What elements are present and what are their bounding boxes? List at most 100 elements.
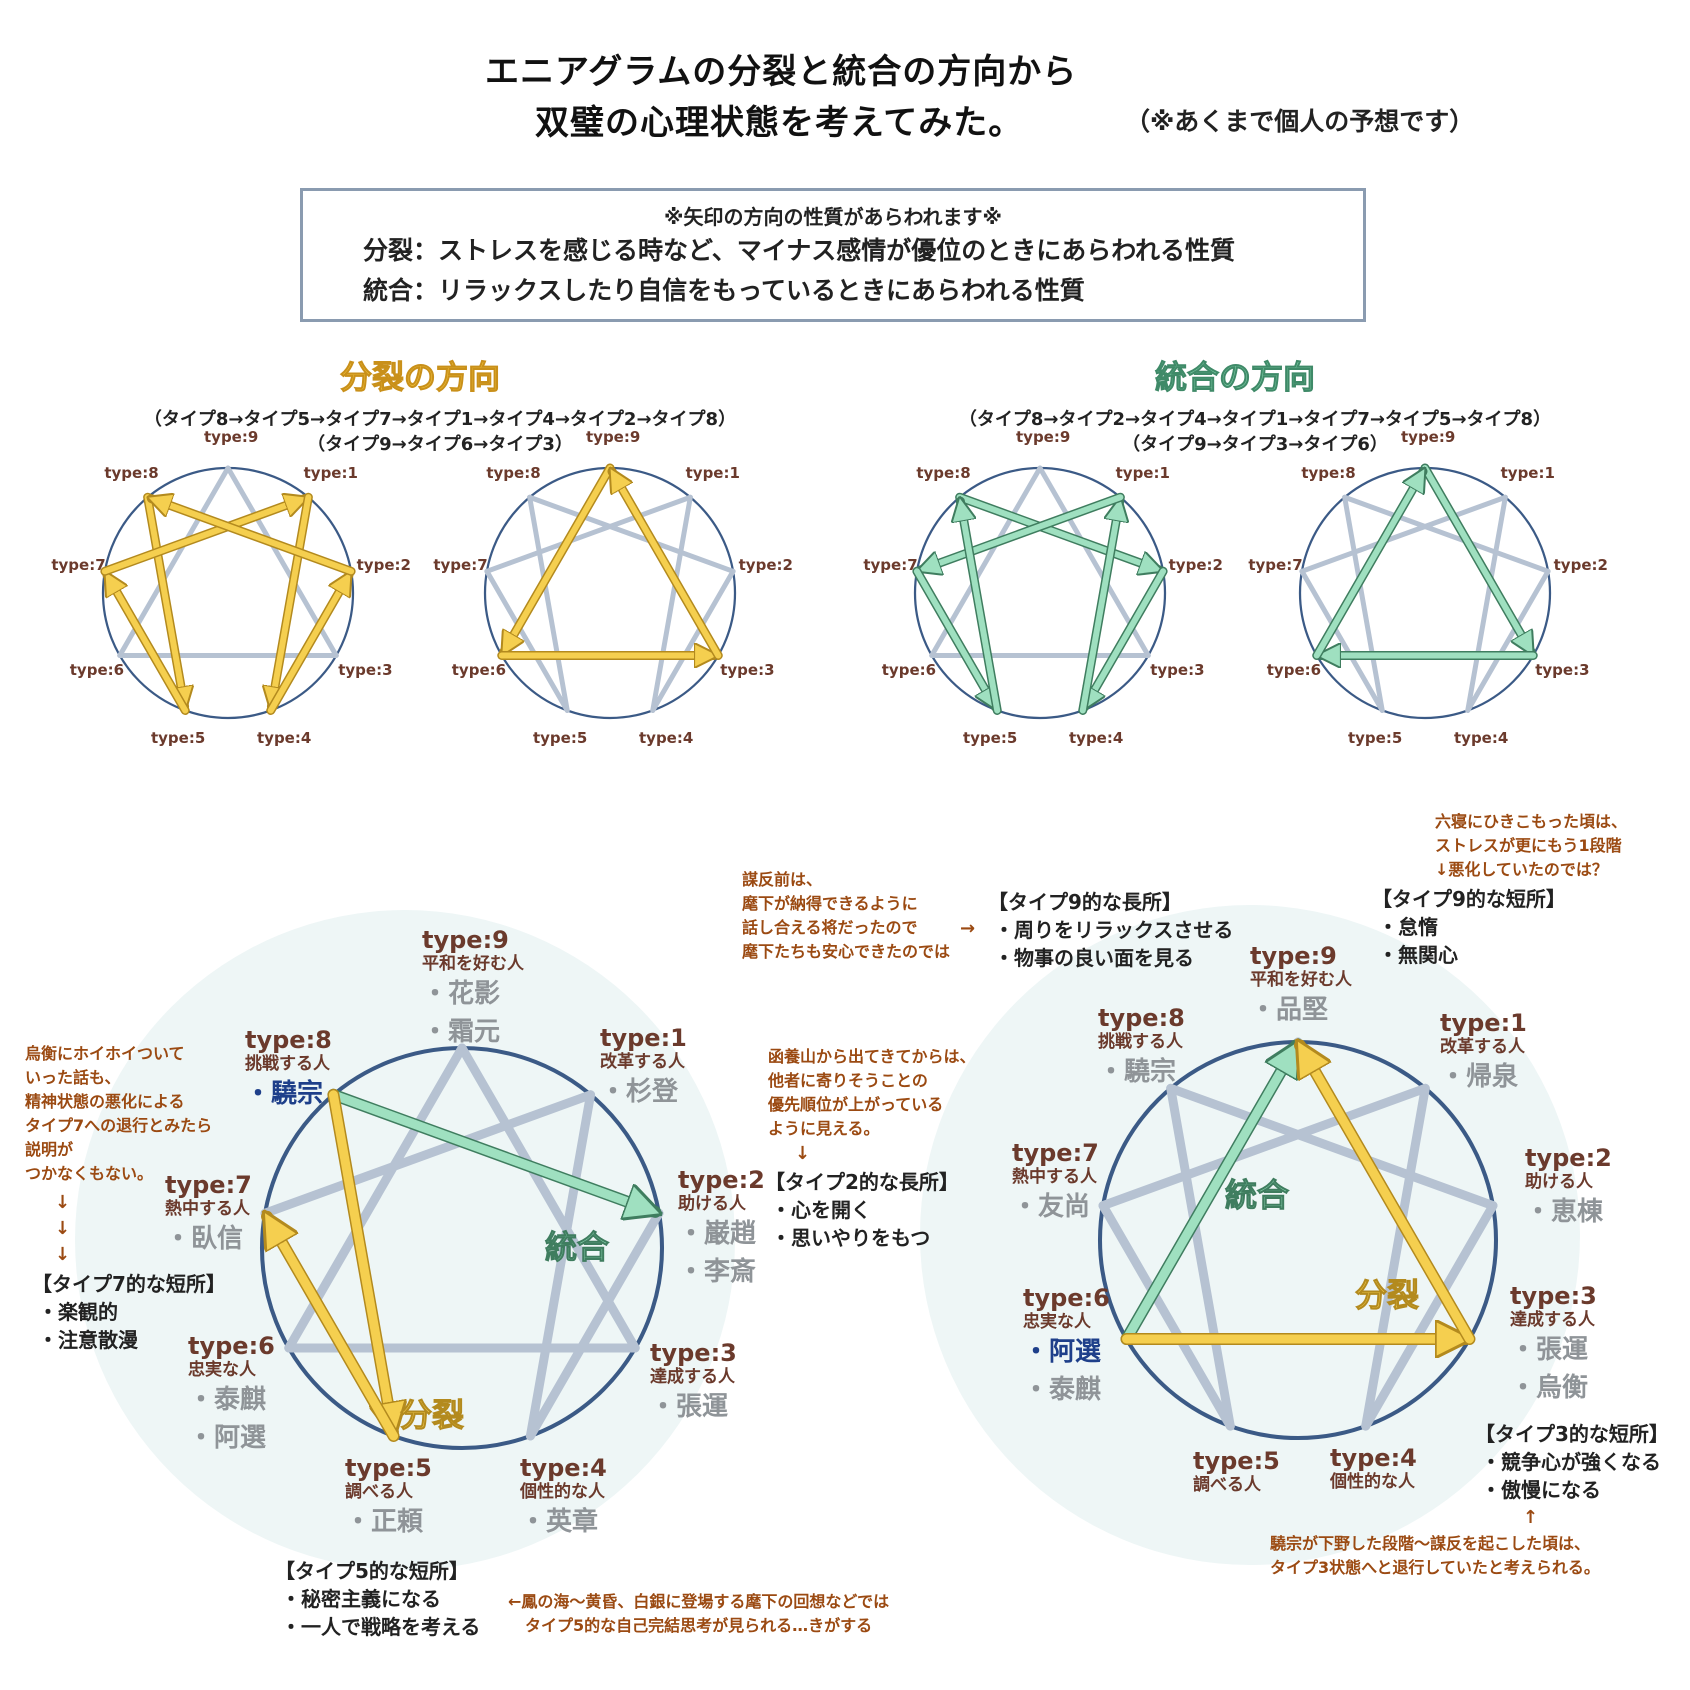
big-left-disintegration-arrow-2	[267, 1217, 399, 1441]
big-left-integration-arrow	[328, 1090, 655, 1212]
lb-type6-char1: 泰麒	[188, 1381, 275, 1419]
lb-type4-desc: 個性的な人	[520, 1482, 605, 1502]
lb-type2: type:2	[678, 1166, 765, 1194]
big-left-hexad-line	[525, 1208, 664, 1441]
disintegration-title: 分裂の方向	[339, 358, 501, 397]
ann-right-bottom: 驍宗が下野した段階～謀反を起こした頃は、タイプ3状態へと退行していたと考えられる…	[1270, 1534, 1600, 1577]
lb-type1: type:1	[600, 1024, 687, 1052]
rb-type1-char1: 帰泉	[1440, 1058, 1527, 1096]
small-d1-type5-label: type:5	[150, 728, 206, 747]
small-i2-type7-label: type:7	[1248, 556, 1303, 575]
big-right-hexad-line	[1361, 1083, 1430, 1431]
lb-type4-char1: 英章	[520, 1503, 607, 1541]
lb-type1-block: type:1 改革する人 杉登	[600, 1025, 687, 1111]
rb-type7-block: type:7 熱中する人 友尚	[1012, 1140, 1099, 1226]
rb-type7: type:7	[1012, 1139, 1099, 1167]
ann-left-t2: 函養山から出てきてからは、他者に寄りそうことの優先順位が上がっているように見える…	[768, 1047, 976, 1138]
small-d1-arrow-6	[151, 499, 355, 575]
big-left-hexad-line	[260, 1090, 596, 1218]
rb-type9: type:9	[1250, 942, 1337, 970]
disintegration-seq2: （タイプ9→タイプ6→タイプ3）	[307, 434, 573, 455]
small-diagram-integration-hexad	[912, 465, 1168, 720]
ann-right-top-right: 六寝にひきこもった頃は、 ストレスが更にもう1段階 ↓悪化していたのでは？	[1435, 812, 1628, 879]
small-d1-type8-label: type:8	[104, 464, 159, 483]
lb-type8-char-highlight: 驍宗	[245, 1075, 332, 1113]
lb-type7-desc: 熱中する人	[165, 1199, 250, 1219]
small-d2-hexad-line	[484, 494, 693, 574]
legend-integration: 統合：リラックスしたり自信をもっているときにあらわれる性質	[363, 276, 1085, 305]
up-arrow: ↑	[1523, 1507, 1539, 1528]
big-right-hexad-line	[1166, 1083, 1235, 1431]
big-diagram-left	[259, 1043, 664, 1451]
small-d1-arrow-1	[144, 494, 185, 706]
small-i2-type8-label: type:8	[1301, 464, 1356, 483]
small-i2-type3-label: type:3	[1535, 660, 1590, 679]
small-d2-type3-label: type:3	[720, 660, 775, 679]
down-arrow-4: ↓	[795, 1143, 811, 1164]
rb-type3-char1: 張運	[1510, 1331, 1597, 1369]
small-i1-arrow-2	[1085, 568, 1167, 707]
lb-type5-desc: 調べる人	[345, 1482, 413, 1502]
small-i1-type1-label: type:1	[1115, 464, 1170, 483]
small-i2-hexad-line	[1299, 494, 1508, 574]
small-d1-circle	[101, 466, 355, 720]
small-d1-arrow-3	[101, 499, 305, 575]
small-d2-type5-label: type:5	[532, 728, 588, 747]
rb-type8-block: type:8 挑戦する人 驍宗	[1098, 1005, 1185, 1091]
small-i2-type9-label: type:9	[1401, 428, 1456, 446]
small-i2-arrow-3	[1313, 471, 1423, 659]
small-d1-type4-label: type:4	[257, 728, 312, 747]
small-d1-type3-label: type:3	[338, 660, 393, 679]
lb-type5-block: type:5 調べる人 正頼	[345, 1455, 432, 1541]
small-d1-arrow-5	[267, 575, 349, 714]
small-i1-type8-label: type:8	[916, 464, 971, 483]
big-left-hexad-line	[525, 1090, 596, 1441]
lb-type9-char1: 花影	[422, 975, 524, 1013]
lb-type6-char2: 阿選	[188, 1419, 275, 1457]
small-d2-hexad-line	[650, 568, 736, 713]
rb-type9-desc: 平和を好む人	[1250, 970, 1352, 990]
lb-type4: type:4	[520, 1454, 607, 1482]
rb-type8: type:8	[1098, 1004, 1185, 1032]
lb-type3: type:3	[650, 1339, 737, 1367]
big-right-hexad-line	[1166, 1083, 1498, 1211]
rb-type6-block: type:6 忠実な人 阿選 泰麒	[1023, 1285, 1110, 1409]
integration-seq2: （タイプ9→タイプ3→タイプ6）	[1122, 434, 1388, 455]
box-right-t9-good: 【タイプ9的な長所】 周りをリラックスさせる 物事の良い面を見る	[988, 888, 1233, 972]
lb-type5-char1: 正頼	[345, 1503, 432, 1541]
small-i2-arrow-1	[1422, 465, 1531, 652]
lb-type3-desc: 達成する人	[650, 1367, 735, 1387]
small-i1-arrow-4	[921, 494, 1124, 570]
box-left-t7: 【タイプ7的な短所】 楽観的 注意散漫	[32, 1270, 226, 1354]
big-right-hexad-line	[1361, 1201, 1498, 1431]
rb-type3-block: type:3 達成する人 張運 烏衡	[1510, 1283, 1597, 1407]
small-d2-hexad-line	[527, 494, 570, 713]
big-right-disintegration-arrow-2	[1300, 1045, 1474, 1344]
down-arrow-2: ↓	[55, 1218, 71, 1239]
right-arrow: →	[960, 918, 976, 939]
lb-type5: type:5	[345, 1454, 432, 1482]
ann-right-top-left: 謀反前は、麾下が納得できるように話し合える将だったので麾下たちも安心できたのでは	[742, 870, 951, 961]
small-i1-type9-label: type:9	[1016, 428, 1071, 446]
legend-disintegration: 分裂：ストレスを感じる時など、マイナス感情が優位のときにあらわれる性質	[363, 236, 1236, 265]
small-i2-type4-label: type:4	[1454, 728, 1509, 747]
small-d1-arrow-2	[107, 575, 189, 714]
small-i2-type5-label: type:5	[1347, 728, 1403, 747]
lb-type8-block: type:8 挑戦する人 驍宗	[245, 1027, 332, 1113]
lb-type2-char1: 巌趙	[678, 1215, 765, 1253]
box-left-t5: 【タイプ5的な短所】 秘密主義になる 一人で戦略を考える	[275, 1557, 480, 1641]
lb-type1-desc: 改革する人	[600, 1052, 685, 1072]
lb-integration-label: 統合	[544, 1228, 610, 1267]
small-d2-type6-label: type:6	[451, 660, 507, 679]
small-diagram-integration-triangle	[1298, 463, 1552, 720]
down-arrow-1: ↓	[55, 1192, 71, 1213]
lb-type2-desc: 助ける人	[678, 1194, 746, 1214]
lb-type4-block: type:4 個性的な人 英章	[520, 1455, 607, 1541]
small-i1-arrow-3	[1079, 501, 1120, 714]
big-diagram-right	[1097, 1042, 1499, 1441]
small-i2-type1-label: type:1	[1500, 464, 1555, 483]
legend-box: ※矢印の方向の性質があらわれます※ 分裂：ストレスを感じる時など、マイナス感情が…	[300, 188, 1366, 322]
rb-type5: type:5	[1193, 1447, 1280, 1475]
lb-type1-char1: 杉登	[600, 1073, 687, 1111]
lb-type6-desc: 忠実な人	[188, 1360, 256, 1380]
